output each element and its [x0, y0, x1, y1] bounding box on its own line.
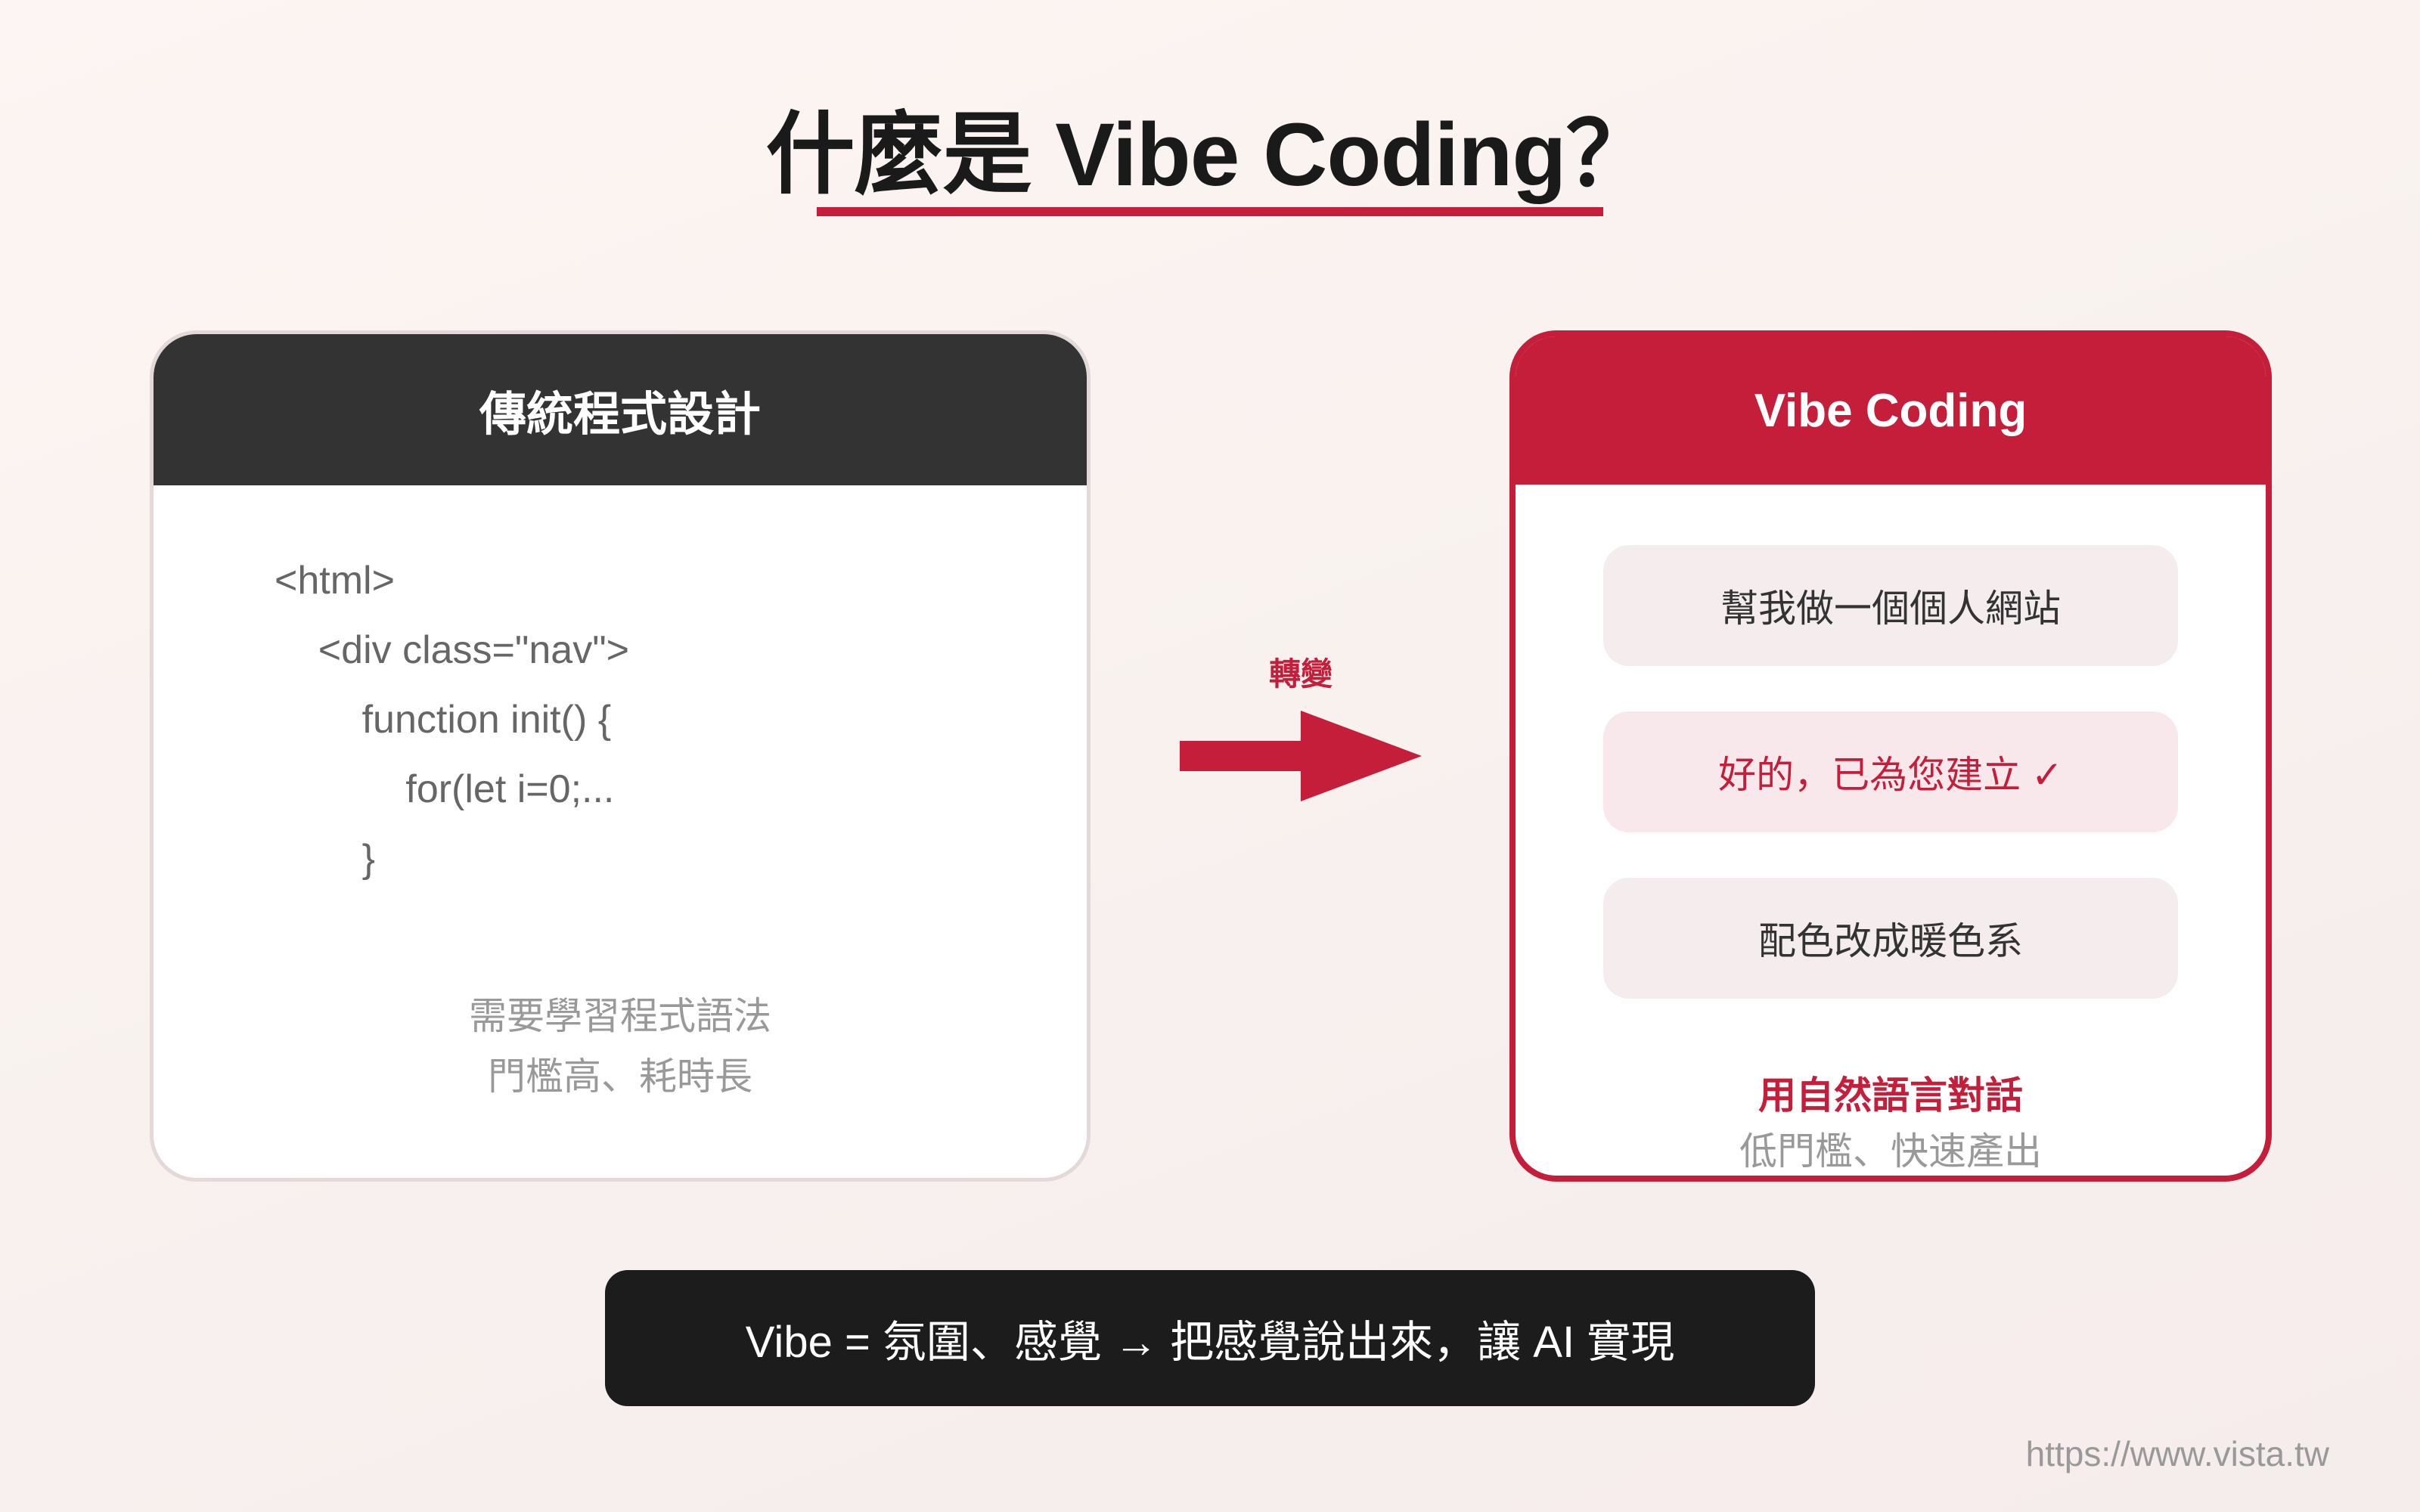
code-line: function init() { — [275, 698, 612, 742]
vibe-summary-sub: 低門檻、快速產出 — [1739, 1130, 2042, 1173]
code-line: for(let i=0;... — [275, 767, 615, 811]
note-line: 門檻高、耗時長 — [488, 1055, 752, 1098]
vibe-coding-card: Vibe Coding 幫我做一個個人網站 好的，已為您建立 ✓ 配色改成暖色系… — [1509, 330, 2272, 1182]
footer-url: https://www.vista.tw — [2025, 1434, 2329, 1473]
chat-bubble-ai: 好的，已為您建立 ✓ — [1603, 711, 2178, 832]
chat-bubble-user: 配色改成暖色系 — [1603, 878, 2178, 999]
note-line: 需要學習程式語法 — [469, 995, 771, 1037]
code-line: <div class="nav"> — [275, 628, 630, 672]
vibe-summary-title: 用自然語言對話 — [1758, 1074, 2023, 1117]
traditional-programming-card: 傳統程式設計 <html> <div class="nav"> function… — [150, 330, 1091, 1182]
page-title: 什麼是 Vibe Coding？ — [765, 105, 1655, 205]
traditional-note: 需要學習程式語法 門檻高、耗時長 — [154, 986, 1087, 1107]
traditional-card-header: 傳統程式設計 — [154, 334, 1087, 485]
title-underline — [817, 207, 1603, 216]
arrow-right-icon — [1180, 711, 1422, 801]
code-line: <html> — [275, 559, 395, 603]
chat-bubble-user: 幫我做一個個人網站 — [1603, 545, 2178, 666]
transition-label: 轉變 — [1268, 656, 1333, 692]
definition-banner: Vibe = 氛圍、感覺 → 把感覺說出來，讓 AI 實現 — [605, 1270, 1815, 1406]
code-snippet: <html> <div class="nav"> function init()… — [275, 546, 629, 894]
code-line: } — [275, 837, 375, 881]
definition-text: Vibe = 氛圍、感覺 → 把感覺說出來，讓 AI 實現 — [745, 1318, 1675, 1367]
vibe-card-header: Vibe Coding — [1516, 336, 2266, 485]
